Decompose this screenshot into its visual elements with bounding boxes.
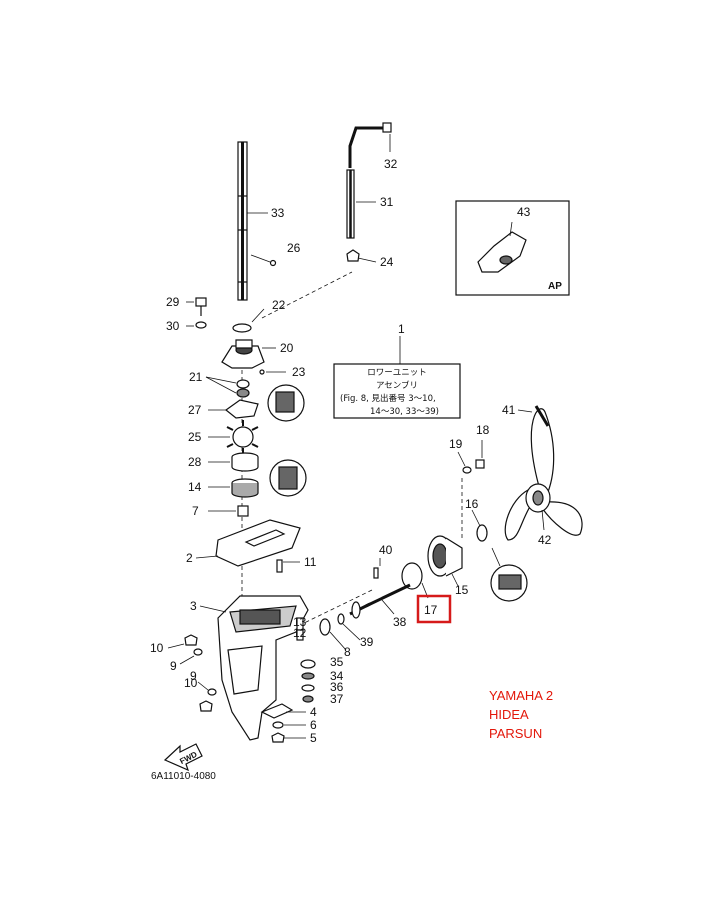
part-label-5: 5 bbox=[310, 731, 317, 745]
part-label-18: 18 bbox=[476, 423, 490, 437]
part-label-21: 21 bbox=[189, 370, 203, 384]
part-label-41: 41 bbox=[502, 403, 516, 417]
part-label-32: 32 bbox=[384, 157, 398, 171]
part-label-15: 15 bbox=[455, 583, 469, 597]
part-label-39: 39 bbox=[360, 635, 374, 649]
inset-label: AP bbox=[548, 281, 562, 292]
callout-box bbox=[333, 363, 461, 419]
part-label-19: 19 bbox=[449, 437, 463, 451]
lower-casing bbox=[217, 595, 309, 741]
part-label-34: 34 bbox=[330, 669, 344, 683]
part-label-37: 37 bbox=[330, 692, 344, 706]
part-label-29: 29 bbox=[166, 295, 180, 309]
part-label-9a: 9 bbox=[170, 659, 177, 673]
note-line-1: YAMAHA 2 bbox=[489, 688, 554, 703]
part-label-23: 23 bbox=[292, 365, 306, 379]
part-label-35: 35 bbox=[330, 655, 344, 669]
part-label-10a: 10 bbox=[150, 641, 164, 655]
part-label-40: 40 bbox=[379, 543, 393, 557]
part-label-22: 22 bbox=[272, 298, 286, 312]
part-label-12: 12 bbox=[293, 626, 307, 640]
callout-line-3: (Fig. 8, 見出番号 3～10, bbox=[340, 393, 436, 404]
part-label-8: 8 bbox=[344, 645, 351, 659]
part-label-4: 4 bbox=[310, 705, 317, 719]
part-label-10b: 10 bbox=[184, 676, 198, 690]
figure-code: 6A11010-4080 bbox=[151, 771, 216, 782]
part-label-38: 38 bbox=[393, 615, 407, 629]
shift-rod bbox=[346, 122, 392, 262]
part-label-20: 20 bbox=[280, 341, 294, 355]
part-label-26: 26 bbox=[287, 241, 301, 255]
part-label-13: 13 bbox=[293, 615, 307, 629]
fwd-arrow bbox=[163, 743, 203, 772]
note-line-3: PARSUN bbox=[489, 726, 543, 741]
part-label-1: 1 bbox=[398, 322, 405, 336]
callout-line-2: アセンブリ bbox=[376, 380, 418, 391]
callout-line-1: ロワーユニット bbox=[367, 368, 427, 378]
part-label-31: 31 bbox=[380, 195, 394, 209]
part-label-30: 30 bbox=[166, 319, 180, 333]
highlight-box bbox=[416, 594, 452, 624]
gasket bbox=[215, 519, 301, 567]
part-label-14: 14 bbox=[188, 480, 202, 494]
part-label-24: 24 bbox=[380, 255, 394, 269]
part-label-36: 36 bbox=[330, 680, 344, 694]
part-label-11: 11 bbox=[304, 555, 317, 569]
note-line-2: HIDEA bbox=[489, 707, 529, 722]
part-label-27: 27 bbox=[188, 403, 202, 417]
part-label-16: 16 bbox=[465, 497, 479, 511]
part-label-2: 2 bbox=[186, 551, 193, 565]
part-label-6: 6 bbox=[310, 718, 317, 732]
part-label-9b: 9 bbox=[190, 669, 197, 683]
impeller bbox=[226, 420, 259, 454]
part-label-7: 7 bbox=[192, 504, 199, 518]
model-note: YAMAHA 2 HIDEA PARSUN bbox=[489, 686, 553, 743]
callout-line-4: 14～30, 33～39) bbox=[370, 407, 439, 417]
propeller-shaft-housing bbox=[427, 535, 463, 577]
part-label-42: 42 bbox=[538, 533, 552, 547]
water-pump-housing bbox=[221, 339, 265, 369]
drive-shaft bbox=[237, 141, 248, 301]
propeller bbox=[504, 408, 583, 541]
part-label-17: 17 bbox=[424, 603, 438, 617]
part-label-43: 43 bbox=[517, 205, 531, 219]
part-label-3: 3 bbox=[190, 599, 197, 613]
part-label-33: 33 bbox=[271, 206, 285, 220]
part-label-25: 25 bbox=[188, 430, 202, 444]
part-label-28: 28 bbox=[188, 455, 202, 469]
